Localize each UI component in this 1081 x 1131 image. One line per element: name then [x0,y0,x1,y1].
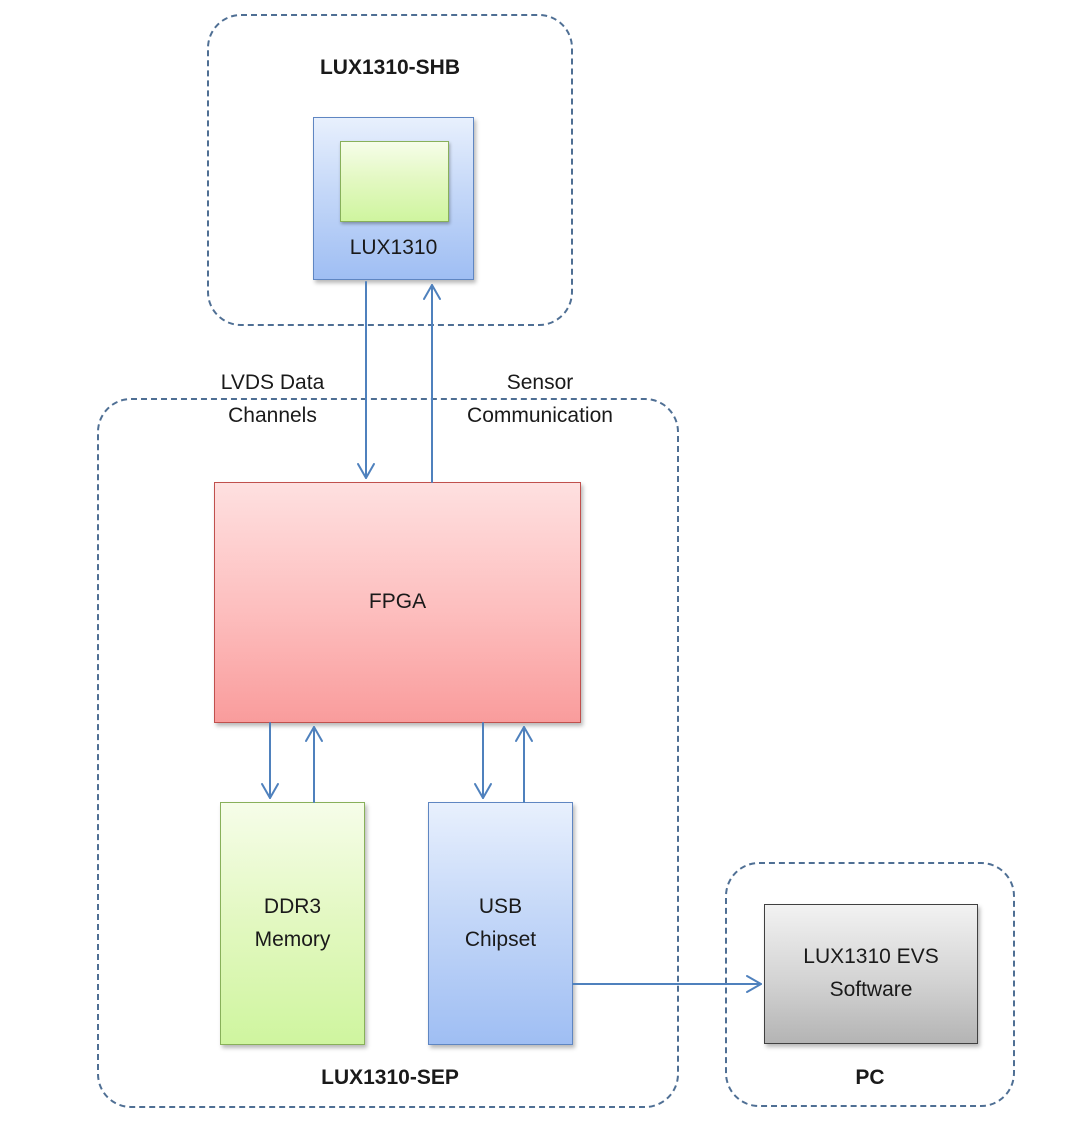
evs-software-label: LUX1310 EVS Software [803,945,939,1001]
group-sep-title: LUX1310-SEP [321,1066,459,1089]
sensor-communication-label: Sensor Communication [467,371,613,427]
group-shb-title: LUX1310-SHB [319,56,461,79]
sensor-die [340,141,449,222]
fpga-block: FPGA [214,482,581,723]
fpga-to-usb-arrowhead [474,783,492,799]
sensor-comm-arrowhead [423,284,441,300]
fpga-to-ddr3-arrowhead [261,783,279,799]
lvds-arrowhead [357,463,375,479]
usb-to-fpga-arrowhead [515,726,533,742]
ddr3-memory-label: DDR3 Memory [254,894,331,951]
lvds-data-channels-label: LVDS Data Channels [220,371,325,427]
group-shb-boundary [207,14,573,326]
ddr3-to-fpga-arrowhead [305,726,323,742]
usb-chipset-block: USB Chipset [428,802,573,1045]
ddr3-memory-block: DDR3 Memory [220,802,365,1045]
usb-to-pc-arrowhead [746,975,762,993]
group-sep-boundary [97,398,679,1108]
group-pc-title: PC [855,1066,885,1089]
evs-software-block: LUX1310 EVS Software [764,904,978,1044]
fpga-label: FPGA [368,590,427,614]
sensor-label: LUX1310 [349,236,438,260]
usb-chipset-label: USB Chipset [464,894,537,951]
